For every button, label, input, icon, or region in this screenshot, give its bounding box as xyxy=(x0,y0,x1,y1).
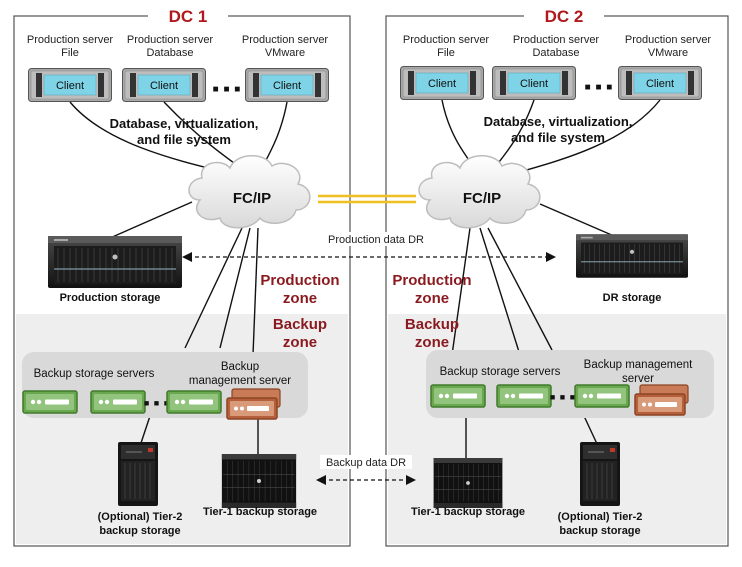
dc2-dr-storage-label: DR storage xyxy=(603,292,662,304)
dc1-server-file-type: File xyxy=(61,47,79,59)
dc1-server-file-label: Production server xyxy=(27,34,114,46)
dc1-tier1-label: Tier-1 backup storage xyxy=(203,506,317,518)
dc2-backup-storage-server-1 xyxy=(430,384,486,408)
dc1-backup-management-server xyxy=(226,388,281,420)
dc2-tier2-label-line1: (Optional) Tier-2 xyxy=(558,511,643,523)
dc1-server-db-type: Database xyxy=(146,47,193,59)
dc1-tier2-label-line2: backup storage xyxy=(99,525,180,537)
dc1-tier1-backup-storage xyxy=(221,454,297,508)
dc2-fs-line1: Database, virtualization, xyxy=(484,114,633,129)
dc1-network-label: FC/IP xyxy=(233,190,271,207)
dc2-backup-storage-server-2 xyxy=(496,384,552,408)
dc1-production-storage xyxy=(48,236,182,288)
dc2-server-db-label: Production server xyxy=(513,34,600,46)
dc2-fs-line2: and file system xyxy=(511,130,605,145)
dc1-fs-line1: Database, virtualization, xyxy=(110,116,259,131)
dc2-tier1-label: Tier-1 backup storage xyxy=(411,506,525,518)
dc1-fc-ip-cloud: FC/IP xyxy=(188,155,311,229)
dc2-mgmt-label-line2: server xyxy=(622,373,654,385)
dc1-server-vmware-label: Production server xyxy=(242,34,329,46)
dc1-client-file-text: Client xyxy=(56,80,84,92)
dc2-backup-storage-server-3 xyxy=(574,384,630,408)
dc1-backup-storage-server-3 xyxy=(166,390,222,414)
production-data-dr-label: Production data DR xyxy=(328,234,424,246)
dc2-production-zone-line2: zone xyxy=(415,290,449,307)
dc1-backup-servers-label: Backup storage servers xyxy=(34,368,155,380)
backup-data-dr-label: Backup data DR xyxy=(326,457,406,469)
dc1-tier2-backup-storage xyxy=(118,442,158,506)
dc1-production-zone-line1: Production xyxy=(260,272,339,289)
dc2-backup-servers-label: Backup storage servers xyxy=(440,366,561,378)
dc1-client-db-text: Client xyxy=(150,80,178,92)
dc1-title: DC 1 xyxy=(169,7,208,26)
dc2-fc-ip-cloud: FC/IP xyxy=(418,155,541,229)
dc2-client-vmware-text: Client xyxy=(646,78,674,90)
dc2-backup-server-ellipsis: ■ ■ ■ xyxy=(550,392,576,402)
dc2-backup-zone-line2: zone xyxy=(415,334,449,351)
dc1-server-vmware-type: VMware xyxy=(265,47,305,59)
dc2-tier2-label-line2: backup storage xyxy=(559,525,640,537)
dc1-backup-zone-line2: zone xyxy=(283,334,317,351)
dc1-group: DC 1 Production server File Production s… xyxy=(13,6,351,547)
dc2-server-ellipsis: ■ ■ ■ xyxy=(585,82,614,93)
fc-ip-interconnect xyxy=(318,194,416,204)
dc2-network-label: FC/IP xyxy=(463,190,501,207)
dc1-backup-storage-server-2 xyxy=(90,390,146,414)
dc1-backup-storage-server-1 xyxy=(22,390,78,414)
dc2-server-file-label: Production server xyxy=(403,34,490,46)
dc2-production-zone-line1: Production xyxy=(392,272,471,289)
dc2-backup-zone-line1: Backup xyxy=(405,316,459,333)
dc1-production-zone-line2: zone xyxy=(283,290,317,307)
production-data-dr-link: Production data DR xyxy=(182,232,556,262)
dc1-mgmt-label-line2: management server xyxy=(189,375,291,387)
dc2-tier2-backup-storage xyxy=(580,442,620,506)
dc1-mgmt-label-line1: Backup xyxy=(221,361,259,373)
dc2-server-vmware-type: VMware xyxy=(648,47,688,59)
backup-data-dr-link: Backup data DR xyxy=(316,455,416,485)
dc1-tier2-label-line1: (Optional) Tier-2 xyxy=(98,511,183,523)
dc1-fs-line2: and file system xyxy=(137,132,231,147)
dc2-dr-storage xyxy=(576,233,688,279)
dc2-group: DC 2 Production server File Production s… xyxy=(385,6,729,547)
dc1-backup-zone-line1: Backup xyxy=(273,316,327,333)
dc2-server-file-type: File xyxy=(437,47,455,59)
dc1-backup-server-ellipsis: ■ ■ ■ xyxy=(144,398,170,408)
dc2-mgmt-label-line1: Backup management xyxy=(584,359,693,371)
dc1-production-storage-label: Production storage xyxy=(60,292,161,304)
dc2-tier1-backup-storage xyxy=(433,458,503,508)
dc2-title: DC 2 xyxy=(545,7,584,26)
dc2-server-vmware-label: Production server xyxy=(625,34,712,46)
dc2-client-db-text: Client xyxy=(520,78,548,90)
dc1-server-db-label: Production server xyxy=(127,34,214,46)
dc1-client-vmware-text: Client xyxy=(273,80,301,92)
dc1-server-ellipsis: ■ ■ ■ xyxy=(213,84,242,95)
dc2-backup-management-server xyxy=(634,384,689,416)
dc2-server-db-type: Database xyxy=(532,47,579,59)
dc2-client-file-text: Client xyxy=(428,78,456,90)
